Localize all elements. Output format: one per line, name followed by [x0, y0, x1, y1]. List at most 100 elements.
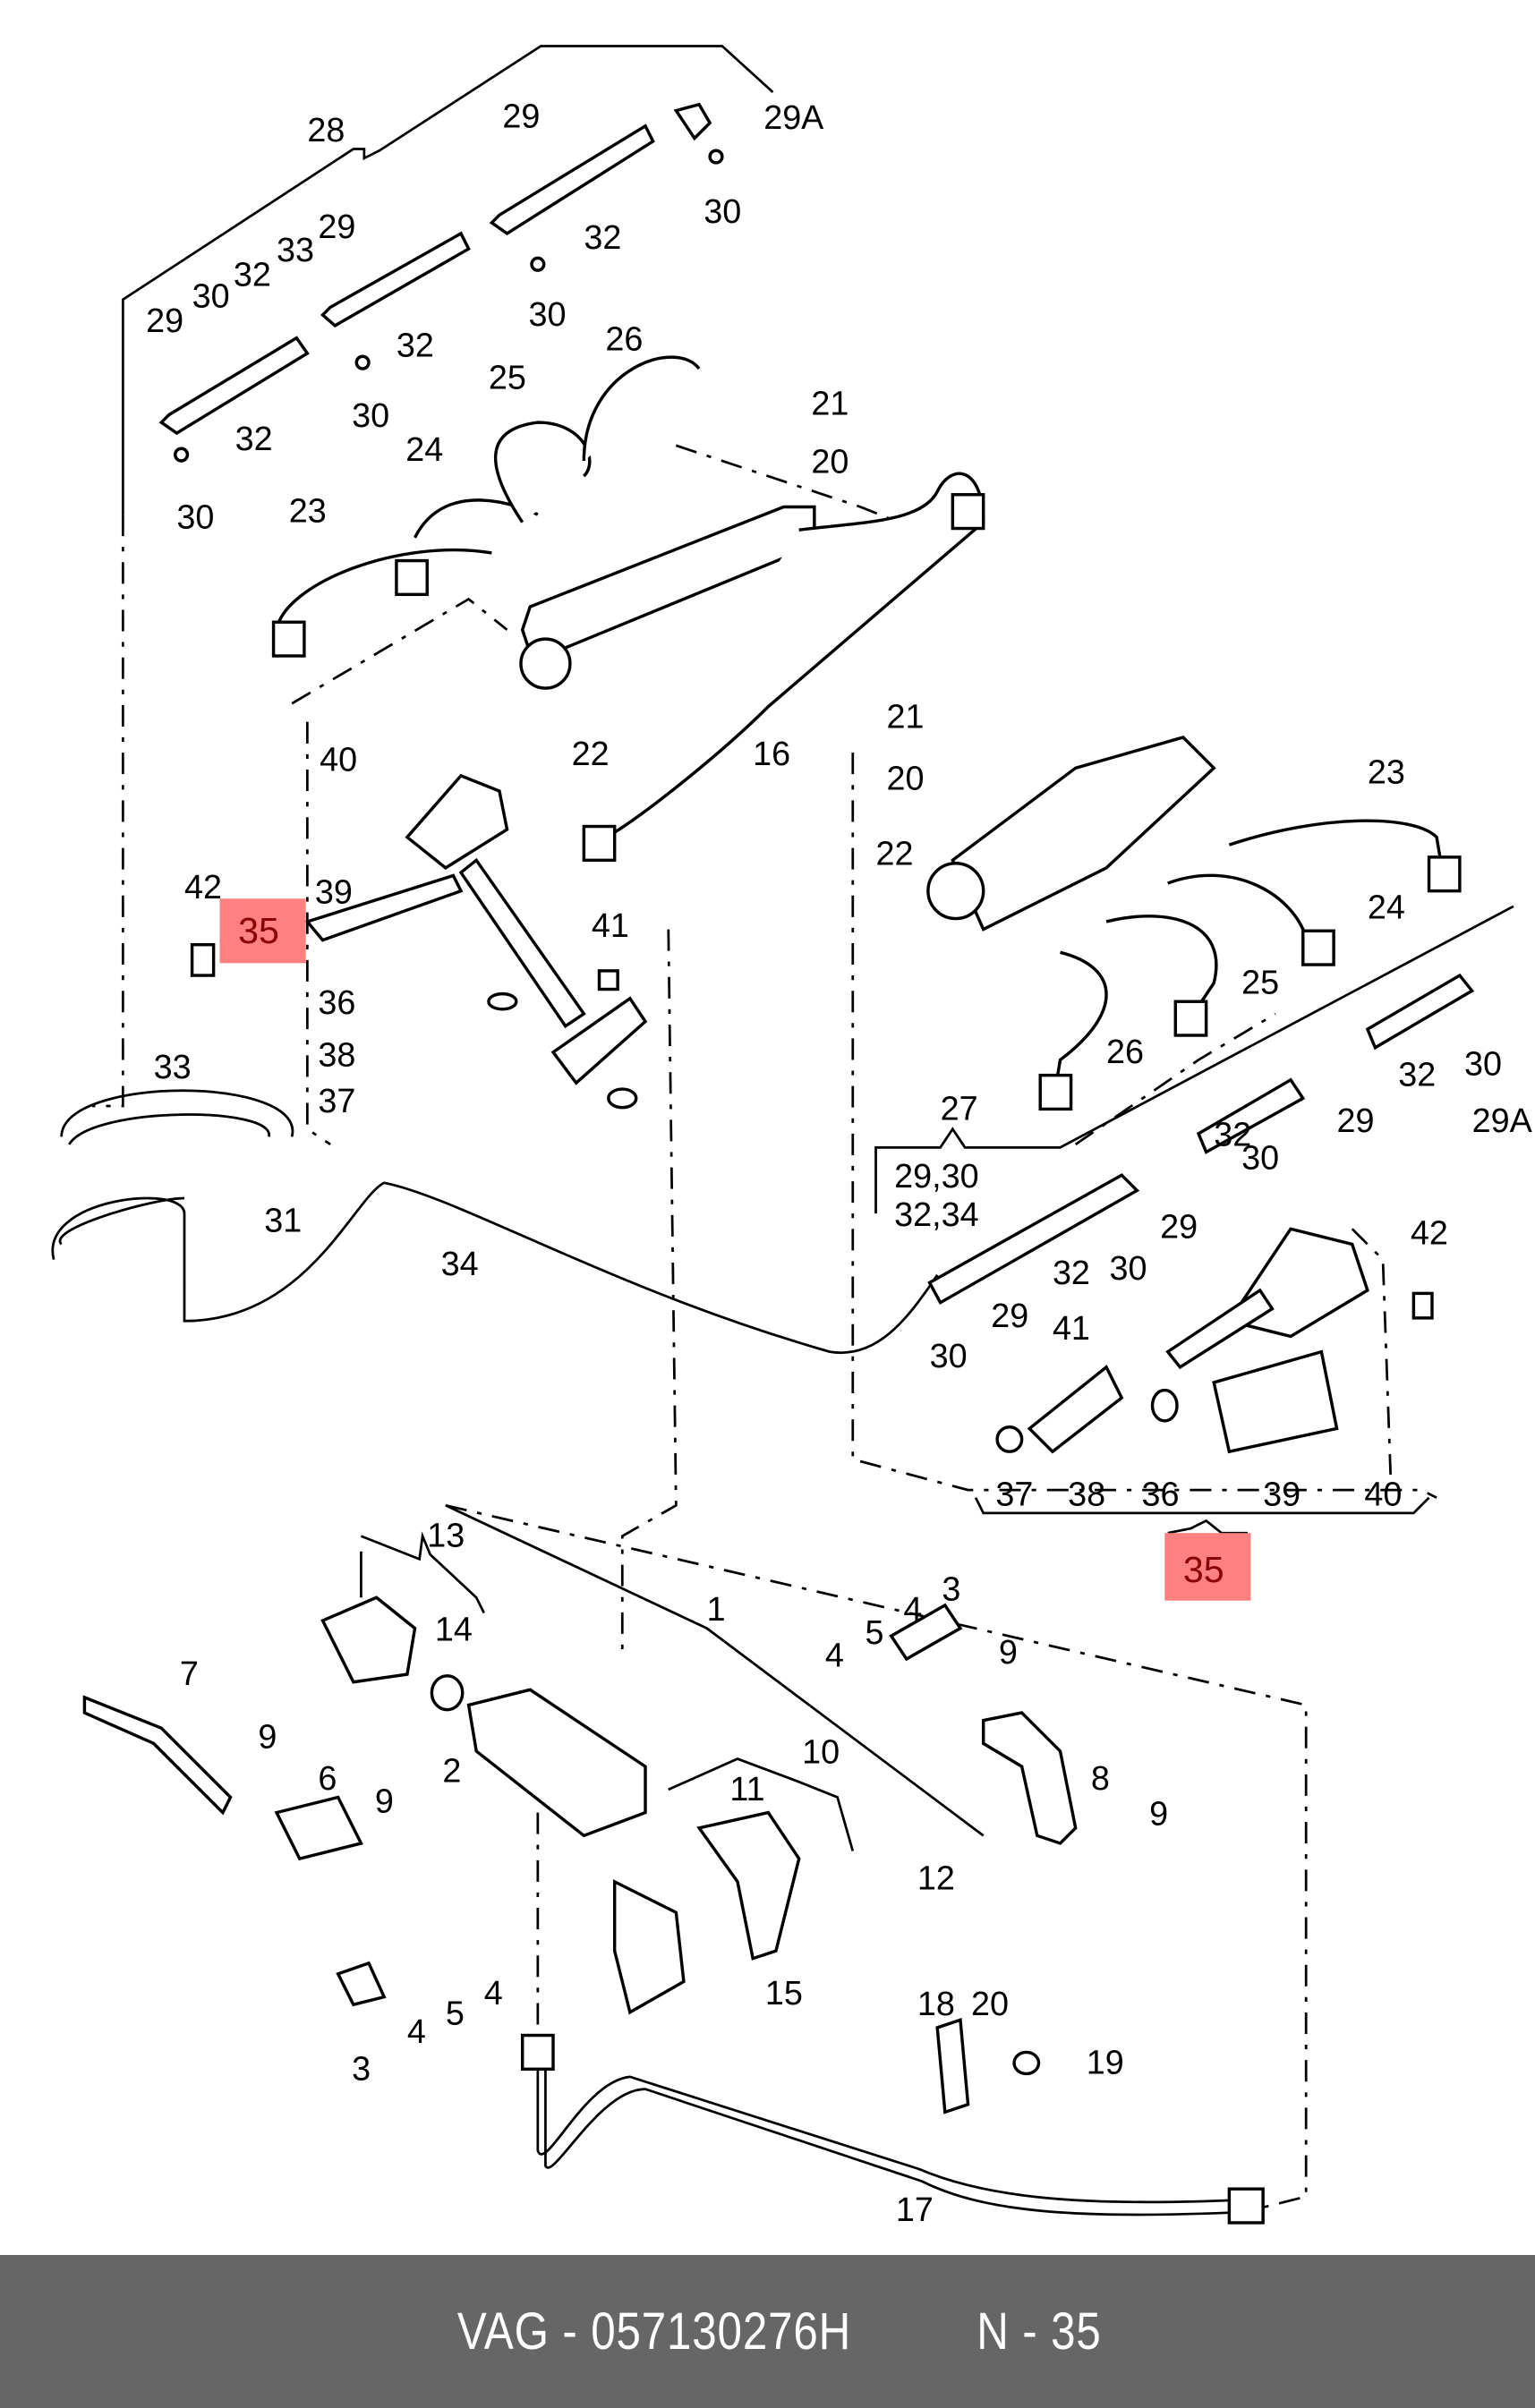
- highlight-box-left: [219, 898, 306, 964]
- callout-1[interactable]: 1: [707, 1591, 726, 1629]
- callout-20[interactable]: 20: [811, 444, 849, 481]
- callout-27[interactable]: 27: [941, 1090, 978, 1127]
- callout-29[interactable]: 29: [318, 208, 355, 246]
- callout-9[interactable]: 9: [999, 1634, 1018, 1672]
- bracket-lines: [92, 45, 1514, 2214]
- callout-32[interactable]: 32: [584, 219, 621, 257]
- callout-21[interactable]: 21: [887, 699, 925, 736]
- callout-4[interactable]: 4: [484, 1975, 503, 2012]
- callout-5[interactable]: 5: [866, 1614, 884, 1652]
- top-leakoff-line: [158, 102, 724, 463]
- callout-41[interactable]: 41: [592, 907, 629, 945]
- callout-36[interactable]: 36: [318, 984, 355, 1022]
- callout-25[interactable]: 25: [1241, 965, 1279, 1002]
- callout-29[interactable]: 29: [502, 98, 540, 135]
- callout-42[interactable]: 42: [1411, 1214, 1448, 1252]
- callout-32[interactable]: 32: [1053, 1255, 1090, 1292]
- callout-32[interactable]: 32: [397, 327, 434, 364]
- callout-38[interactable]: 38: [318, 1036, 355, 1074]
- callout-labels[interactable]: 28 29 29A 32 30 29 33 32 30 29 30 32 30 …: [146, 98, 1533, 2229]
- callout-5[interactable]: 5: [446, 1995, 465, 2033]
- injector-right: [995, 1227, 1434, 1454]
- callout-36[interactable]: 36: [1142, 1476, 1180, 1513]
- callout-33[interactable]: 33: [154, 1049, 192, 1086]
- callout-19[interactable]: 19: [1087, 2044, 1124, 2081]
- callout-39[interactable]: 39: [315, 873, 353, 911]
- callout-29A[interactable]: 29A: [1472, 1102, 1533, 1140]
- callout-3[interactable]: 3: [942, 1571, 960, 1609]
- callout-32[interactable]: 32: [1398, 1057, 1436, 1094]
- callout-15[interactable]: 15: [765, 1975, 803, 2012]
- callout-12[interactable]: 12: [917, 1859, 955, 1897]
- callout-20[interactable]: 20: [971, 1986, 1009, 2023]
- callout-32[interactable]: 32: [235, 421, 273, 458]
- callout-26[interactable]: 26: [605, 320, 643, 358]
- callout-10[interactable]: 10: [802, 1734, 840, 1772]
- part-number-text: VAG - 057130276H: [456, 2302, 851, 2361]
- callout-30[interactable]: 30: [930, 1338, 968, 1375]
- callout-4[interactable]: 4: [825, 1638, 844, 1675]
- callout-6[interactable]: 6: [318, 1760, 337, 1798]
- callout-29[interactable]: 29: [146, 302, 183, 340]
- callout-17[interactable]: 17: [896, 2191, 934, 2229]
- callout-9[interactable]: 9: [258, 1719, 277, 1757]
- callout-8[interactable]: 8: [1091, 1760, 1110, 1798]
- callout-34[interactable]: 34: [441, 1246, 479, 1283]
- callout-20[interactable]: 20: [887, 760, 925, 797]
- callout-30[interactable]: 30: [176, 499, 214, 537]
- callout-29[interactable]: 29: [991, 1298, 1028, 1335]
- callout-31[interactable]: 31: [264, 1203, 302, 1240]
- fuel-rail-right: [926, 736, 1475, 1306]
- callout-35-highlighted[interactable]: 35: [1183, 1549, 1224, 1590]
- callout-32[interactable]: 32: [1214, 1117, 1251, 1154]
- parts-diagram: 28 29 29A 32 30 29 33 32 30 29 30 32 30 …: [51, 45, 1533, 2229]
- callout-32-34[interactable]: 32,34: [894, 1196, 978, 1234]
- callout-14[interactable]: 14: [435, 1611, 473, 1648]
- callout-24[interactable]: 24: [1368, 889, 1405, 927]
- callout-29[interactable]: 29: [1337, 1102, 1375, 1140]
- callout-38[interactable]: 38: [1068, 1476, 1105, 1513]
- callout-40[interactable]: 40: [1364, 1476, 1402, 1513]
- callout-13[interactable]: 13: [427, 1518, 465, 1555]
- callout-9[interactable]: 9: [1149, 1795, 1168, 1833]
- callout-4[interactable]: 4: [903, 1591, 922, 1629]
- return-hose: [51, 1089, 939, 1355]
- callout-21[interactable]: 21: [811, 385, 849, 422]
- callout-4[interactable]: 4: [407, 2013, 426, 2051]
- callout-29A[interactable]: 29A: [763, 99, 824, 137]
- callout-7[interactable]: 7: [180, 1655, 199, 1693]
- callout-29[interactable]: 29: [1160, 1209, 1198, 1247]
- callout-37[interactable]: 37: [318, 1083, 355, 1120]
- callout-42[interactable]: 42: [184, 869, 222, 906]
- callout-16[interactable]: 16: [753, 736, 790, 773]
- callout-22[interactable]: 22: [572, 736, 610, 773]
- callout-35-highlighted[interactable]: 35: [238, 910, 279, 951]
- callout-41[interactable]: 41: [1053, 1310, 1090, 1348]
- fuel-line-17: [520, 1812, 1265, 2225]
- callout-3[interactable]: 3: [352, 2050, 371, 2088]
- callout-39[interactable]: 39: [1263, 1476, 1300, 1513]
- callout-33[interactable]: 33: [277, 232, 314, 269]
- callout-30[interactable]: 30: [529, 296, 567, 334]
- callout-30[interactable]: 30: [1464, 1046, 1502, 1084]
- callout-32[interactable]: 32: [234, 256, 271, 294]
- callout-22[interactable]: 22: [876, 835, 914, 872]
- callout-2[interactable]: 2: [442, 1752, 461, 1790]
- callout-23[interactable]: 23: [1368, 753, 1405, 791]
- callout-28[interactable]: 28: [307, 112, 345, 149]
- callout-26[interactable]: 26: [1106, 1034, 1144, 1071]
- callout-37[interactable]: 37: [995, 1476, 1033, 1513]
- callout-25[interactable]: 25: [489, 359, 526, 396]
- callout-24[interactable]: 24: [405, 431, 443, 469]
- callout-11[interactable]: 11: [729, 1771, 764, 1808]
- callout-40[interactable]: 40: [320, 742, 357, 779]
- callout-30[interactable]: 30: [192, 277, 230, 315]
- callout-9[interactable]: 9: [375, 1783, 394, 1821]
- callout-30[interactable]: 30: [704, 193, 741, 231]
- callout-29-30[interactable]: 29,30: [894, 1158, 978, 1195]
- callout-23[interactable]: 23: [289, 493, 327, 531]
- callout-30[interactable]: 30: [1109, 1250, 1147, 1288]
- callout-30[interactable]: 30: [1241, 1139, 1279, 1177]
- callout-18[interactable]: 18: [917, 1986, 955, 2023]
- callout-30[interactable]: 30: [352, 397, 389, 435]
